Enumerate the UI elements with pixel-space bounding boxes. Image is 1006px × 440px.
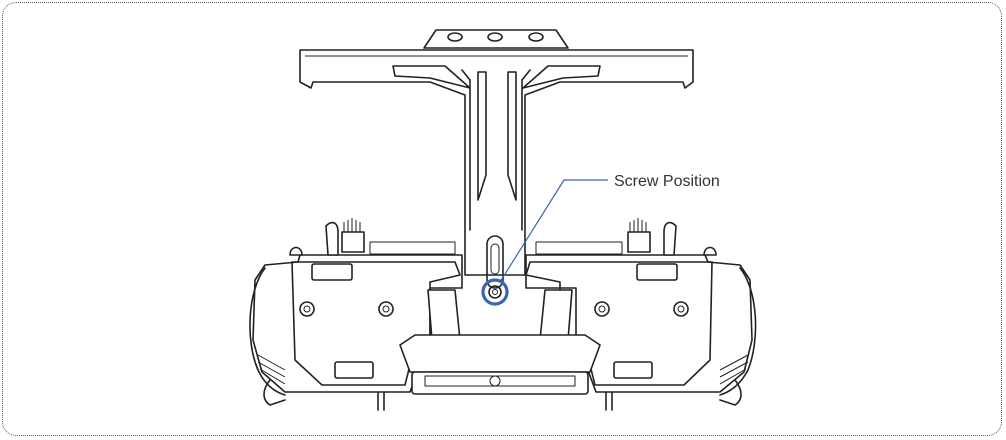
callout-label: Screw Position — [614, 173, 720, 190]
bracket-arm — [299, 49, 694, 276]
callout-leader-line — [499, 179, 608, 283]
highlighted-screw-center — [492, 289, 498, 295]
left-lower-button — [334, 361, 374, 379]
right-lower-button — [613, 361, 653, 379]
controller-left-grip — [249, 267, 286, 396]
port-detail — [424, 375, 576, 387]
left-dial-knurl — [343, 218, 361, 232]
bracket-hole — [528, 32, 544, 42]
right-foot — [605, 391, 613, 411]
left-upper-button — [311, 263, 353, 281]
controller-left-trigger — [263, 379, 286, 406]
bracket-slot-vert-left — [477, 71, 487, 201]
controller-right-grip — [719, 267, 757, 396]
screw-position-marker — [481, 278, 509, 306]
bracket-slot-left — [392, 65, 471, 89]
bracket-rib-right — [521, 69, 531, 231]
controller-screw — [594, 301, 610, 317]
top-bracket — [299, 29, 694, 289]
right-antenna — [663, 221, 677, 256]
bracket-adjust-slot-inner — [490, 243, 500, 275]
right-shoulder-button — [703, 246, 717, 256]
bracket-hole — [447, 32, 463, 42]
controller-screw — [673, 301, 689, 317]
right-upper-button — [636, 263, 678, 281]
bracket-rib-left — [461, 69, 471, 231]
screw-highlight-ring — [481, 278, 509, 306]
left-top-edge — [369, 241, 456, 255]
controller-screw — [378, 301, 394, 317]
bracket-slot-vert-right — [507, 71, 517, 201]
controller-right-trigger — [719, 379, 742, 406]
right-dial-knurl — [629, 218, 647, 232]
right-dial — [627, 231, 651, 253]
right-top-edge — [535, 241, 623, 255]
bracket-slot-right — [522, 65, 601, 89]
bracket-hole — [487, 32, 503, 42]
left-foot — [377, 391, 385, 411]
controller-screw — [299, 301, 315, 317]
remote-controller — [249, 218, 757, 411]
grip-ridges-right — [719, 354, 749, 385]
port-hole — [489, 375, 501, 387]
left-shoulder-button — [289, 246, 303, 256]
grip-ridges-left — [257, 354, 286, 385]
bracket-adjust-slot — [486, 235, 504, 289]
left-dial — [341, 231, 365, 253]
left-antenna — [325, 221, 339, 256]
center-bottom-panel — [399, 334, 601, 373]
highlighted-screw — [488, 285, 502, 299]
